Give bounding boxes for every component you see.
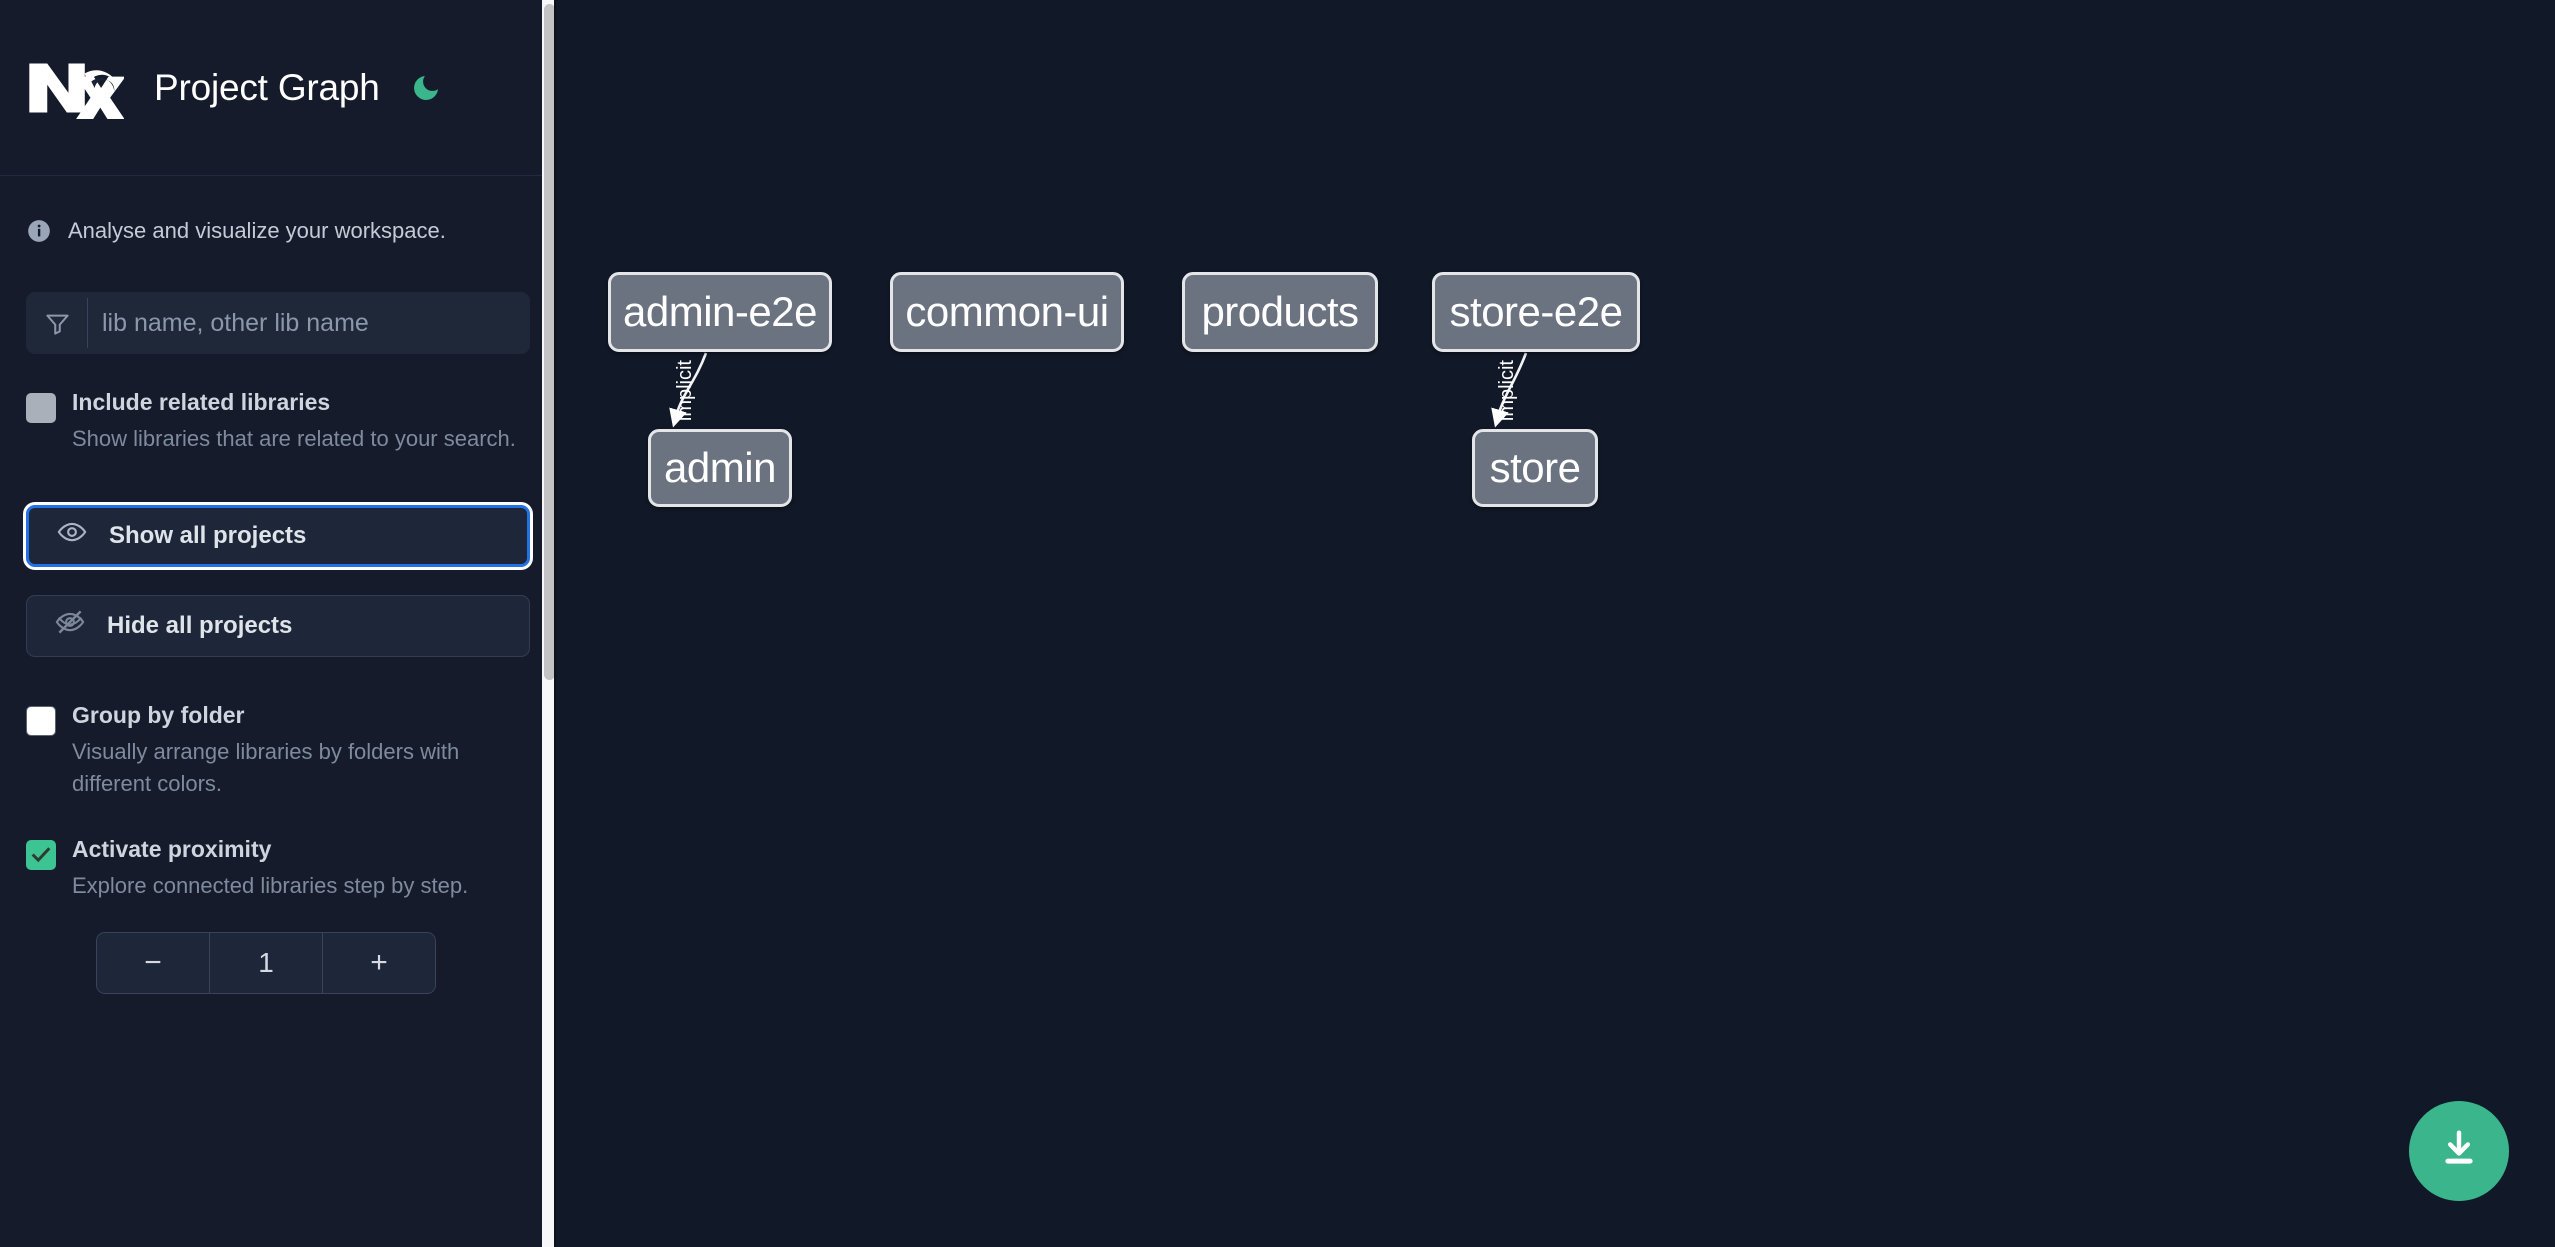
- tagline: Analyse and visualize your workspace.: [26, 218, 530, 244]
- proximity-decrement-button[interactable]: −: [97, 933, 209, 994]
- option-description: Explore connected libraries step by step…: [72, 873, 469, 899]
- sidebar-divider: [554, 0, 556, 1247]
- sidebar-body: Analyse and visualize your workspace. In…: [0, 218, 556, 995]
- checkbox-group-by-folder[interactable]: [26, 705, 56, 736]
- graph-edges: [669, 352, 1528, 428]
- graph-canvas[interactable]: implicit implicit admin-e2e common-ui pr…: [556, 0, 2555, 1247]
- graph-node-admin-e2e[interactable]: admin-e2e: [608, 272, 832, 352]
- tagline-text: Analyse and visualize your workspace.: [68, 218, 446, 243]
- graph-node-store-e2e[interactable]: store-e2e: [1432, 272, 1640, 352]
- option-label: Activate proximity: [72, 836, 272, 863]
- checkbox-include-related-libraries[interactable]: [26, 393, 56, 423]
- show-all-projects-label: Show all projects: [109, 521, 307, 549]
- search-box[interactable]: [26, 292, 530, 354]
- sidebar-header: Project Graph: [0, 0, 556, 176]
- option-description: Show libraries that are related to your …: [72, 425, 516, 451]
- graph-node-admin[interactable]: admin: [648, 429, 792, 507]
- proximity-value: 1: [209, 933, 322, 994]
- option-group-by-folder[interactable]: Group by folder Visually arrange librari…: [26, 701, 530, 800]
- hide-all-projects-label: Hide all projects: [107, 611, 293, 639]
- option-label: Group by folder: [72, 701, 245, 728]
- option-include-related-libraries[interactable]: Include related libraries Show libraries…: [26, 388, 530, 455]
- edge-label-implicit-admin: implicit: [674, 360, 696, 422]
- graph-node-products[interactable]: products: [1182, 272, 1378, 352]
- sidebar-scrollbar[interactable]: [542, 0, 556, 1247]
- sidebar-scrollbar-thumb[interactable]: [544, 4, 555, 680]
- eye-icon: [57, 517, 87, 554]
- download-icon: [2436, 1126, 2482, 1177]
- sidebar: Project Graph Analyse and visualize your…: [0, 0, 556, 1247]
- graph-node-common-ui[interactable]: common-ui: [890, 272, 1124, 352]
- option-description: Visually arrange libraries by folders wi…: [72, 738, 460, 796]
- show-all-projects-button[interactable]: Show all projects: [26, 504, 530, 567]
- download-graph-button[interactable]: [2409, 1101, 2509, 1201]
- hide-all-projects-button[interactable]: Hide all projects: [26, 594, 530, 657]
- checkbox-activate-proximity[interactable]: [26, 840, 56, 871]
- edge-label-implicit-store: implicit: [1496, 360, 1518, 422]
- page-title: Project Graph: [154, 66, 380, 108]
- nx-logo-icon: [26, 57, 126, 121]
- filter-funnel-icon: [26, 292, 88, 354]
- option-label: Include related libraries: [72, 389, 331, 415]
- search-input[interactable]: [88, 292, 530, 354]
- proximity-stepper: − 1 +: [96, 932, 436, 995]
- proximity-increment-button[interactable]: +: [322, 933, 435, 994]
- eye-off-icon: [55, 607, 85, 644]
- info-circle-icon: [26, 218, 52, 244]
- moon-icon[interactable]: [408, 70, 444, 106]
- option-activate-proximity[interactable]: Activate proximity Explore connected lib…: [26, 835, 530, 902]
- graph-node-store[interactable]: store: [1472, 429, 1598, 507]
- visibility-button-group: Show all projects Hide all projects: [26, 504, 530, 657]
